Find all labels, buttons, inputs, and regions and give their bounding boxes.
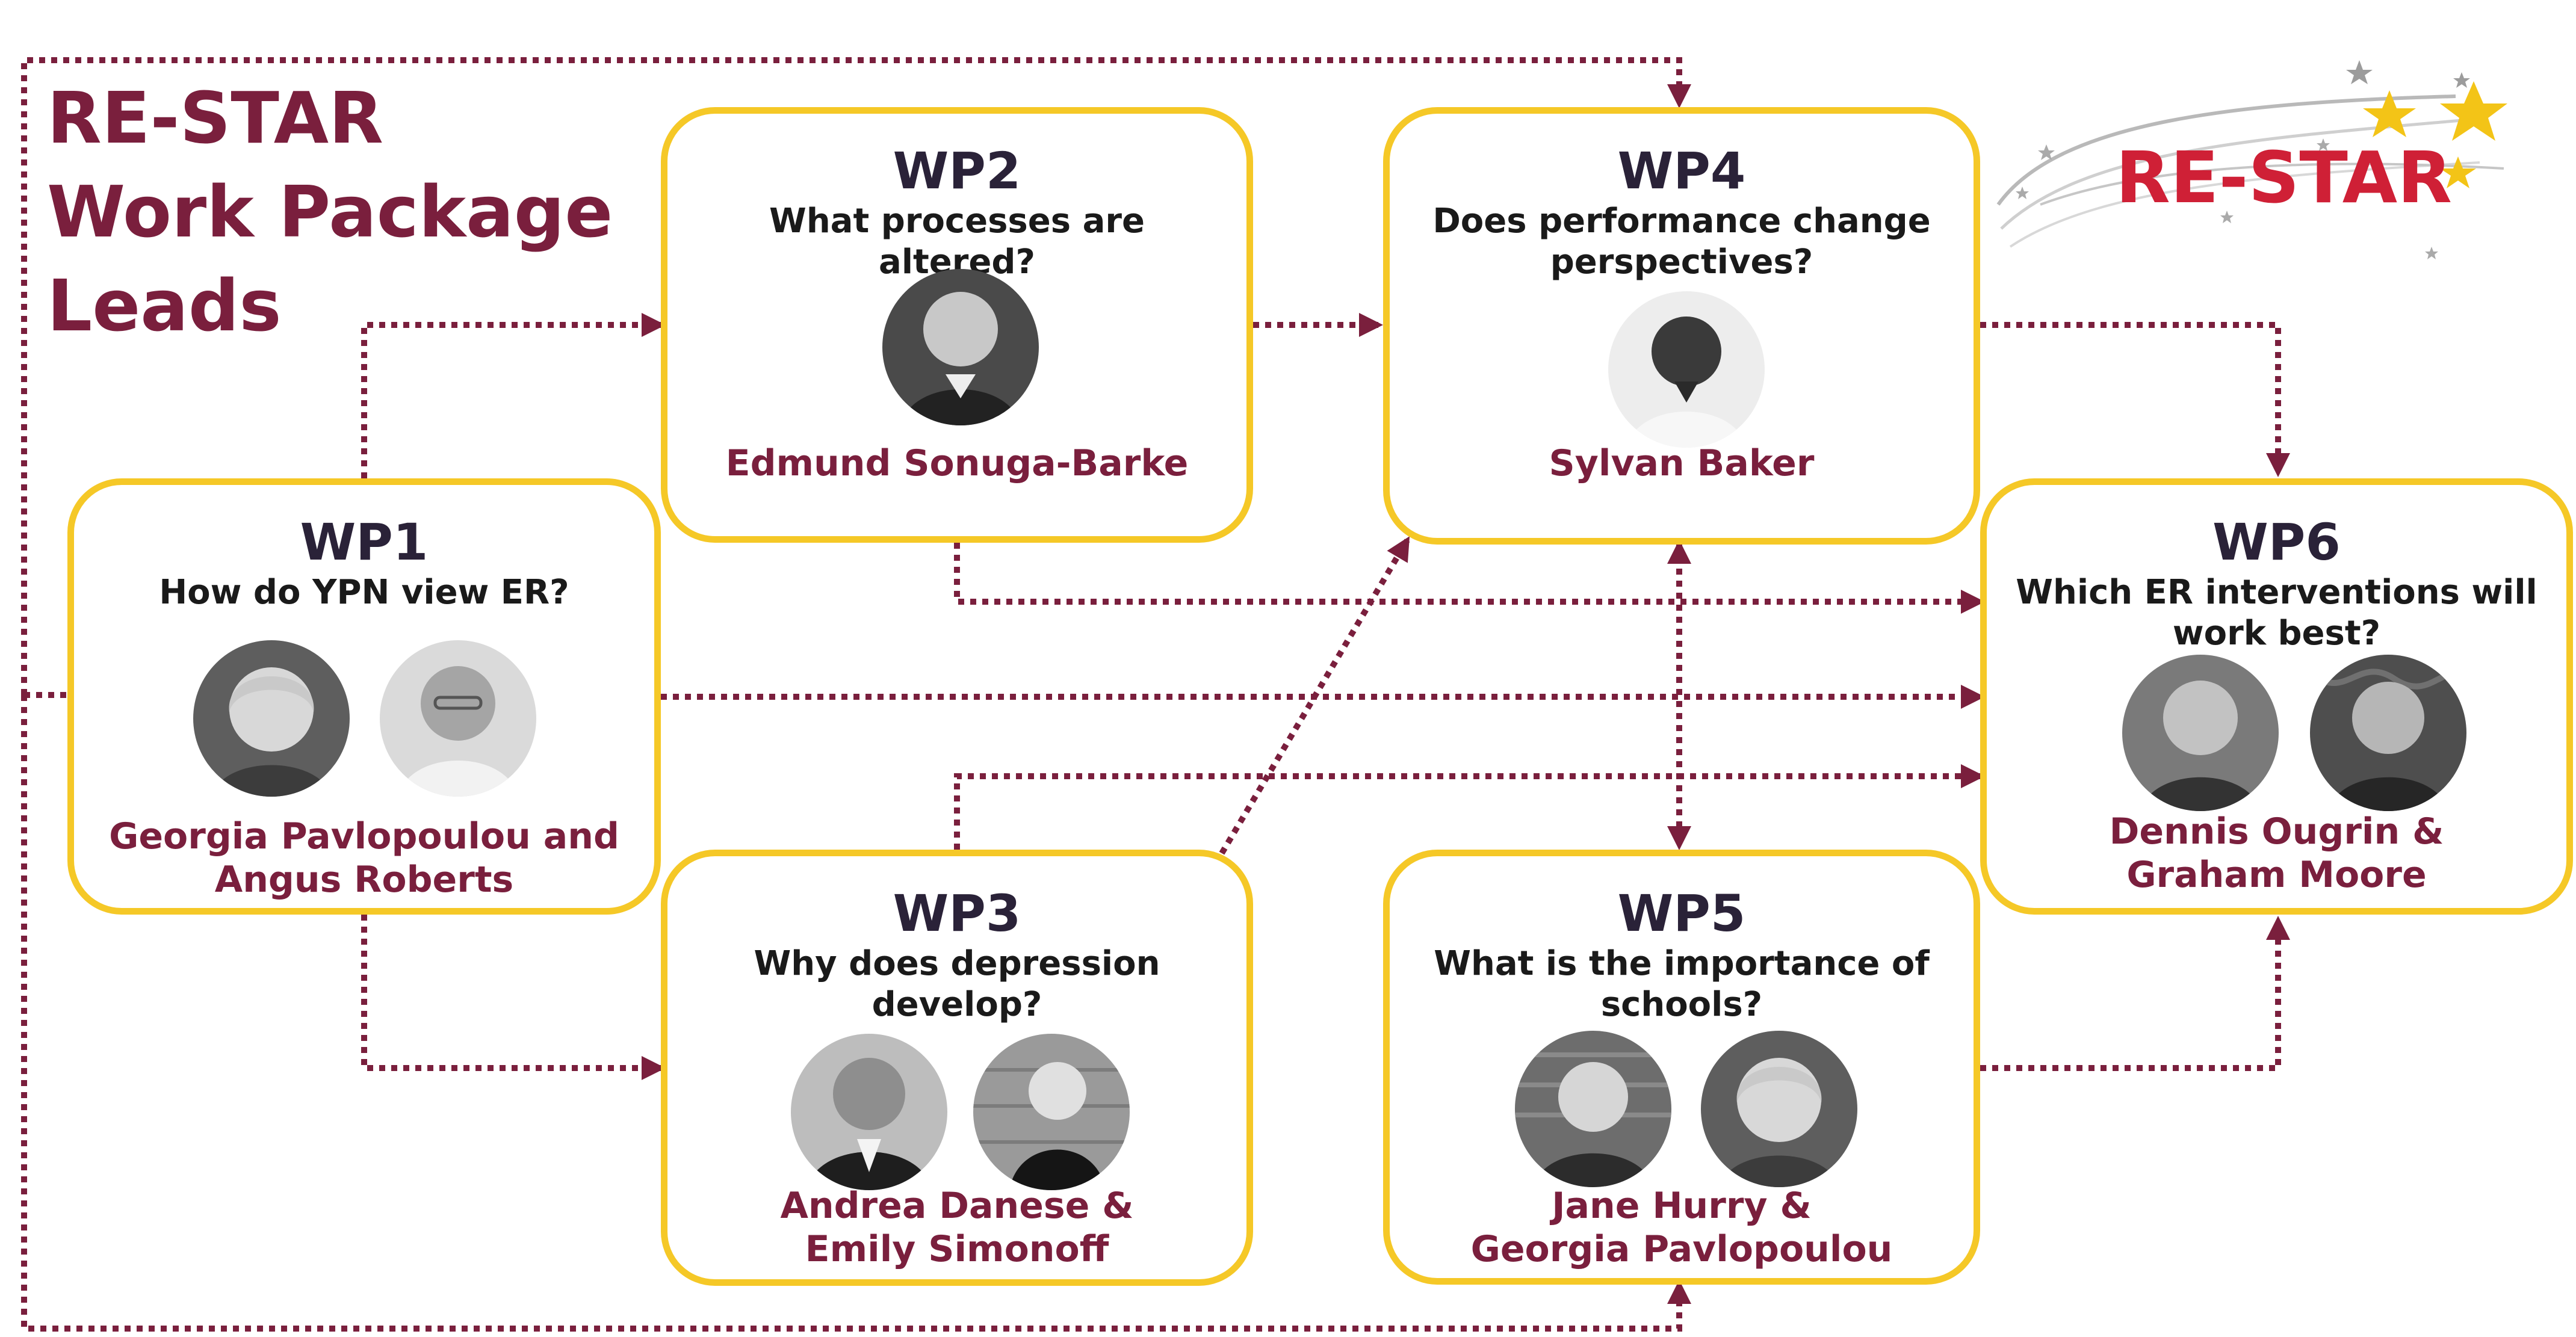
page-title-line: RE-STAR	[47, 76, 383, 159]
wp3-title: WP3	[893, 884, 1021, 943]
wp6-avatar-dennis-ougrin	[2122, 655, 2279, 811]
wp5-avatar-georgia-pavlopoulou	[1701, 1031, 1857, 1187]
connector-wp2-to-wp6	[954, 543, 1985, 614]
wp5-question-line: schools?	[1600, 985, 1763, 1024]
wp4-lead: Sylvan Baker	[1402, 442, 1961, 485]
wp6-avatar-graham-moore	[2310, 655, 2466, 811]
connector-outer-top-to-wp4	[21, 57, 1691, 695]
wp3-question-line: Why does depression	[754, 944, 1160, 983]
wp3-lead-line: Emily Simonoff	[805, 1228, 1109, 1270]
wp1-box: WP1 How do YPN view ER? Georgia Pavlopou…	[67, 478, 661, 915]
wp5-question-line: What is the importance of	[1434, 944, 1930, 983]
wp1-avatar-georgia-pavlopoulou	[193, 640, 350, 797]
wp6-title: WP6	[2212, 513, 2341, 572]
connector-wp3-to-wp6	[954, 764, 1985, 850]
connector-wp4-to-wp6	[1980, 322, 2290, 477]
wp4-lead-line: Sylvan Baker	[1549, 442, 1815, 484]
wp1-lead-line: Angus Roberts	[214, 859, 514, 901]
wp6-lead-line: Graham Moore	[2126, 854, 2427, 896]
wp4-title: WP4	[1617, 141, 1746, 200]
wp5-box: WP5 What is the importance of schools? J…	[1383, 850, 1980, 1285]
wp2-title: WP2	[893, 141, 1021, 200]
wp2-lead: Edmund Sonuga-Barke	[680, 442, 1234, 485]
wp6-question-line: Which ER interventions will	[2016, 573, 2537, 612]
wp3-lead: Andrea Danese & Emily Simonoff	[680, 1184, 1234, 1271]
wp1-question: How do YPN view ER?	[159, 573, 569, 612]
wp5-question: What is the importance of schools?	[1414, 943, 1949, 1025]
wp6-question-line: work best?	[2172, 614, 2381, 653]
wp4-box: WP4 Does performance change perspectives…	[1383, 107, 1980, 545]
page-title: RE-STAR Work Package Leads	[47, 71, 613, 353]
shooting-star-icon	[1996, 60, 2507, 259]
wp1-avatar-angus-roberts	[380, 640, 536, 797]
wp5-lead-line: Georgia Pavlopoulou	[1470, 1228, 1893, 1270]
logo-text: RE-STAR	[2116, 136, 2452, 219]
wp2-box: WP2 What processes are altered? Edmund S…	[661, 107, 1253, 543]
page-title-line: Work Package	[47, 170, 613, 253]
connector-wp1-to-wp3	[361, 915, 666, 1080]
wp4-question-line: perspectives?	[1550, 242, 1813, 282]
wp5-avatar-jane-hurry	[1515, 1031, 1671, 1187]
page-title-line: Leads	[47, 264, 282, 347]
wp5-lead: Jane Hurry & Georgia Pavlopoulou	[1402, 1184, 1961, 1271]
wp4-question: Does performance change perspectives?	[1414, 201, 1949, 283]
wp6-box: WP6 Which ER interventions will work bes…	[1980, 478, 2573, 915]
wp2-lead-line: Edmund Sonuga-Barke	[725, 442, 1189, 484]
wp3-question: Why does depression develop?	[692, 943, 1222, 1025]
wp1-lead-line: Georgia Pavlopoulou and	[109, 815, 619, 857]
wp2-question: What processes are altered?	[769, 202, 1145, 282]
wp6-lead: Dennis Ougrin & Graham Moore	[1999, 810, 2554, 897]
wp6-question: Which ER interventions will work best?	[2011, 572, 2542, 654]
wp4-question-line: Does performance change	[1432, 202, 1931, 241]
wp1-lead: Georgia Pavlopoulou and Angus Roberts	[86, 815, 642, 901]
wp3-question-line: develop?	[872, 985, 1042, 1024]
connector-wp3-to-wp4	[1219, 536, 1410, 855]
wp6-lead-line: Dennis Ougrin &	[2109, 811, 2444, 853]
connector-outer-bottom-to-wp5	[21, 695, 1691, 1332]
wp1-title: WP1	[300, 513, 429, 572]
wp3-avatar-emily-simonoff	[973, 1034, 1130, 1190]
wp4-avatar-sylvan-baker	[1608, 291, 1765, 448]
wp5-lead-line: Jane Hurry &	[1552, 1185, 1812, 1227]
wp3-lead-line: Andrea Danese &	[780, 1185, 1134, 1227]
connector-wp5-to-wp6	[1980, 916, 2290, 1071]
wp3-avatar-andrea-danese	[791, 1034, 947, 1190]
connector-wp1-to-wp2	[361, 313, 666, 478]
re-star-logo: RE-STAR	[1986, 48, 2528, 289]
wp3-box: WP3 Why does depression develop? Andrea …	[661, 850, 1253, 1286]
wp2-avatar-edmund-sonuga-barke	[882, 269, 1039, 425]
wp5-title: WP5	[1617, 884, 1746, 943]
